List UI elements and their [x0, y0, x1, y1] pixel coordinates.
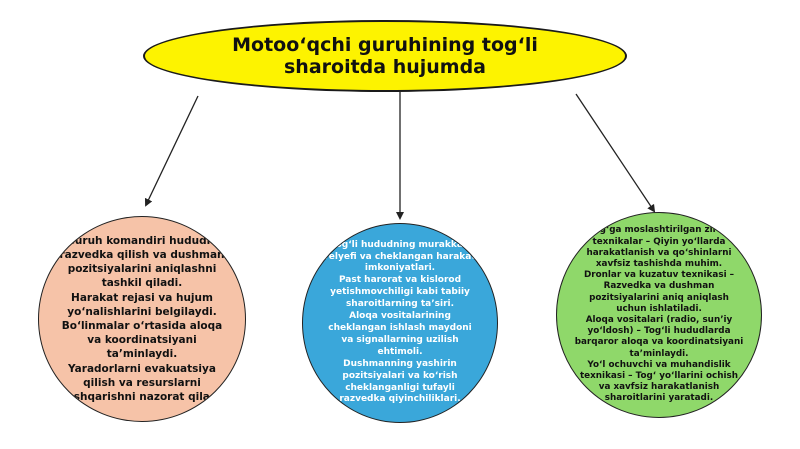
arrow-to-right-node — [575, 93, 656, 213]
node-middle-line: Dushmanning yashirin pozitsiyalari va ko… — [339, 358, 461, 405]
node-right-line: Dronlar va kuzatuv texnikasi – Razvedka … — [583, 270, 735, 314]
node-middle: Tog‘li hududning murakkab relyefi va che… — [302, 223, 498, 423]
node-left-line: Guruh komandiri hududni razvedka qilish … — [59, 234, 225, 290]
title-text: Motoo‘qchi guruhining tog‘li sharoitda h… — [232, 34, 538, 78]
node-right-line: Tog‘ga moslashtirilgan zirhli texnikalar… — [586, 225, 732, 269]
node-right-line: Yo‘l ochuvchi va muhandislik texnikasi –… — [579, 359, 739, 404]
title-node: Motoo‘qchi guruhining tog‘li sharoitda h… — [143, 20, 627, 92]
node-middle-text: Tog‘li hududning murakkab relyefi va che… — [321, 240, 479, 407]
arrow-to-left-node — [144, 95, 199, 207]
node-right-text: Tog‘ga moslashtirilgan zirhli texnikalar… — [574, 225, 744, 404]
node-right: Tog‘ga moslashtirilgan zirhli texnikalar… — [556, 212, 762, 418]
node-left-text: Guruh komandiri hududni razvedka qilish … — [56, 234, 228, 404]
node-left-line: Harakat rejasi va hujum yo‘nalishlarini … — [67, 291, 217, 318]
node-middle-line: Past harorat va kislorod yetishmovchilig… — [330, 275, 470, 310]
node-left: Guruh komandiri hududni razvedka qilish … — [38, 216, 246, 422]
node-middle-line: Tog‘li hududning murakkab relyefi va che… — [324, 239, 476, 274]
node-right-line: Aloqa vositalari (radio, sun’iy yo‘ldosh… — [574, 315, 744, 359]
node-middle-line: Aloqa vositalarining cheklangan ishlash … — [328, 311, 472, 357]
node-left-line: Yaradorlarni evakuatsiya qilish va resur… — [58, 362, 226, 404]
node-left-line: Bo‘linmalar o‘rtasida aloqa va koordinat… — [61, 320, 223, 361]
